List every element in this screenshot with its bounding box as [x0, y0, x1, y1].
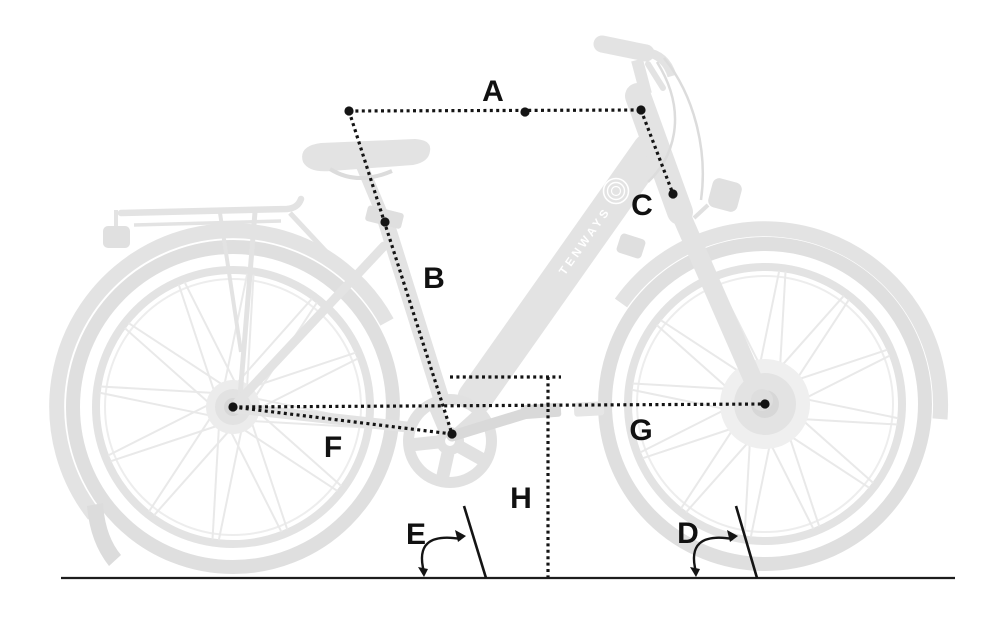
measurement-C [639, 109, 678, 199]
measurement-label-B: B [423, 262, 445, 295]
angle-line-E [462, 505, 488, 579]
measurement-dot-B [380, 217, 390, 227]
handlebar [644, 47, 677, 78]
rear-rack [114, 195, 362, 398]
measurement-dot-C [668, 189, 678, 199]
measurement-B [347, 110, 457, 439]
measurement-label-G: G [629, 414, 652, 447]
angle-arc-D [692, 536, 734, 573]
crank-arm [446, 407, 533, 442]
measurement-label-C: C [631, 189, 653, 222]
angle-arrow-D [690, 567, 700, 577]
measurement-label-E: E [406, 518, 426, 551]
saddle [302, 139, 431, 172]
angle-arc-E [420, 536, 462, 573]
measurement-line-B [347, 110, 454, 435]
angle-arrow-E [418, 567, 428, 577]
bike-body: TENWAYS [49, 35, 949, 574]
measurement-label-D: D [677, 517, 699, 550]
measurement-label-F: F [324, 431, 342, 464]
measurement-dot-B [447, 429, 457, 439]
brake-caliper [616, 233, 646, 259]
front-fender [614, 221, 949, 420]
angle-line-D [734, 505, 759, 579]
seat-stay [232, 241, 389, 408]
headlight-bracket [692, 203, 710, 220]
handlebar-grip [593, 35, 655, 62]
measurement-dot-A [520, 107, 530, 117]
measurement-F [228, 402, 453, 436]
shift-cable [647, 61, 677, 183]
rear-mudflap [87, 503, 121, 566]
brake-cable [663, 57, 705, 201]
angle-arrow-D [727, 530, 738, 542]
measurement-D [690, 505, 759, 579]
brand-logo-rings [602, 177, 630, 205]
stem [631, 58, 652, 96]
measurement-label-H: H [510, 482, 532, 515]
measurement-G [232, 399, 770, 409]
crankset [403, 394, 605, 488]
angle-arrow-E [455, 530, 466, 542]
headlight [708, 178, 742, 212]
measurement-label-A: A [482, 75, 504, 108]
measurement-line-A [348, 108, 642, 113]
measurement-line-F [232, 405, 453, 436]
measurement-H [450, 375, 561, 577]
taillight [103, 226, 130, 248]
measurement-line-C [639, 109, 675, 195]
brake-lever [645, 61, 666, 91]
measurement-dot-G [760, 399, 770, 409]
saddle-rails [328, 167, 393, 181]
seatpost-clamp [365, 205, 404, 229]
fork [668, 198, 772, 410]
measurement-line-G [232, 402, 766, 409]
rear-fender [49, 223, 394, 520]
measurement-E [418, 505, 488, 579]
pedal [520, 402, 562, 420]
